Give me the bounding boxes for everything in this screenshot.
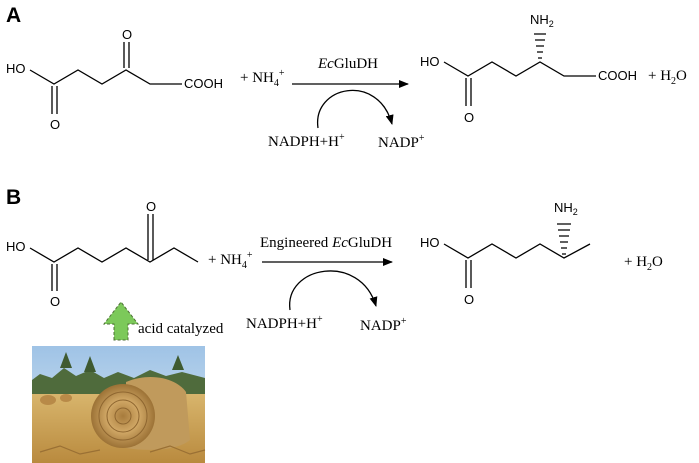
amino-acid-hydroxyl-label: HO xyxy=(420,235,440,250)
levulinic-ketone-bond xyxy=(147,214,154,260)
aminopentanoic-acid-structure: HO O NH2 xyxy=(420,200,591,307)
panel-a-label: A xyxy=(6,4,21,27)
acid-carbonyl-bond xyxy=(51,86,58,114)
hay-bale-photo xyxy=(32,346,206,463)
acid-oxygen-label: O xyxy=(50,117,60,132)
water-product-a: + H2O xyxy=(648,68,687,87)
reaction-arrow-a xyxy=(292,80,409,129)
cofactor-curve-a xyxy=(317,89,394,129)
levulinic-acid-structure: HO O O xyxy=(6,199,199,309)
panel-b: B HO O O + NH4+ Engineered EcGluDH NADPH… xyxy=(6,186,663,463)
product-skeleton-bonds xyxy=(443,61,596,77)
panel-a: A HO O O COOH + NH4+ EcGluDH NADPH+H+ NA… xyxy=(6,4,687,151)
ammonium-reagent: + NH4+ xyxy=(240,68,285,89)
cofactor-in-a: NADPH+H+ xyxy=(268,132,345,150)
levulinic-acid-oxygen-label: O xyxy=(50,294,60,309)
stereo-hash-bond-a xyxy=(534,33,546,59)
water-product-b: + H2O xyxy=(624,254,663,273)
product-oxygen-label: O xyxy=(464,110,474,125)
amine-label-b: NH2 xyxy=(554,200,578,217)
l-glutamate-structure: HO O NH2 COOH xyxy=(420,12,637,125)
levulinic-acid-carbonyl-bond xyxy=(51,264,58,291)
enzyme-label-b: Engineered EcGluDH xyxy=(260,235,392,251)
cofactor-out-b: NADP+ xyxy=(360,316,407,334)
amino-acid-carbonyl-bond xyxy=(465,260,472,288)
amino-acid-skeleton-bonds xyxy=(443,243,591,259)
acid-catalyzed-label: acid catalyzed xyxy=(138,321,224,337)
stereo-hash-bond-b xyxy=(557,223,571,255)
product-carbonyl-bond xyxy=(465,78,472,106)
cofactor-in-b: NADPH+H+ xyxy=(246,314,323,332)
amino-acid-oxygen-label: O xyxy=(464,292,474,307)
ammonium-reagent-b: + NH4+ xyxy=(208,250,253,271)
enzyme-label-a: EcGluDH xyxy=(317,56,378,72)
levulinic-hydroxyl-label: HO xyxy=(6,239,26,254)
ketone-oxygen-label: O xyxy=(122,27,132,42)
levulinic-ketone-oxygen-label: O xyxy=(146,199,156,214)
panel-b-label: B xyxy=(6,186,21,209)
cofactor-out-a: NADP+ xyxy=(378,133,425,151)
levulinic-skeleton-bonds xyxy=(29,247,199,263)
product-carboxyl-label: COOH xyxy=(598,68,637,83)
alpha-ketoglutarate-structure: HO O O COOH xyxy=(6,27,223,132)
ketone-carbonyl-bond xyxy=(123,42,130,68)
product-hydroxyl-label: HO xyxy=(420,54,440,69)
hydroxyl-label: HO xyxy=(6,61,26,76)
amine-label-a: NH2 xyxy=(530,12,554,29)
cofactor-curve-b xyxy=(289,270,378,311)
reaction-arrow-b xyxy=(262,258,393,311)
substrate-skeleton-bonds xyxy=(29,69,182,85)
green-up-arrow-icon xyxy=(102,301,140,341)
carboxyl-label: COOH xyxy=(184,76,223,91)
